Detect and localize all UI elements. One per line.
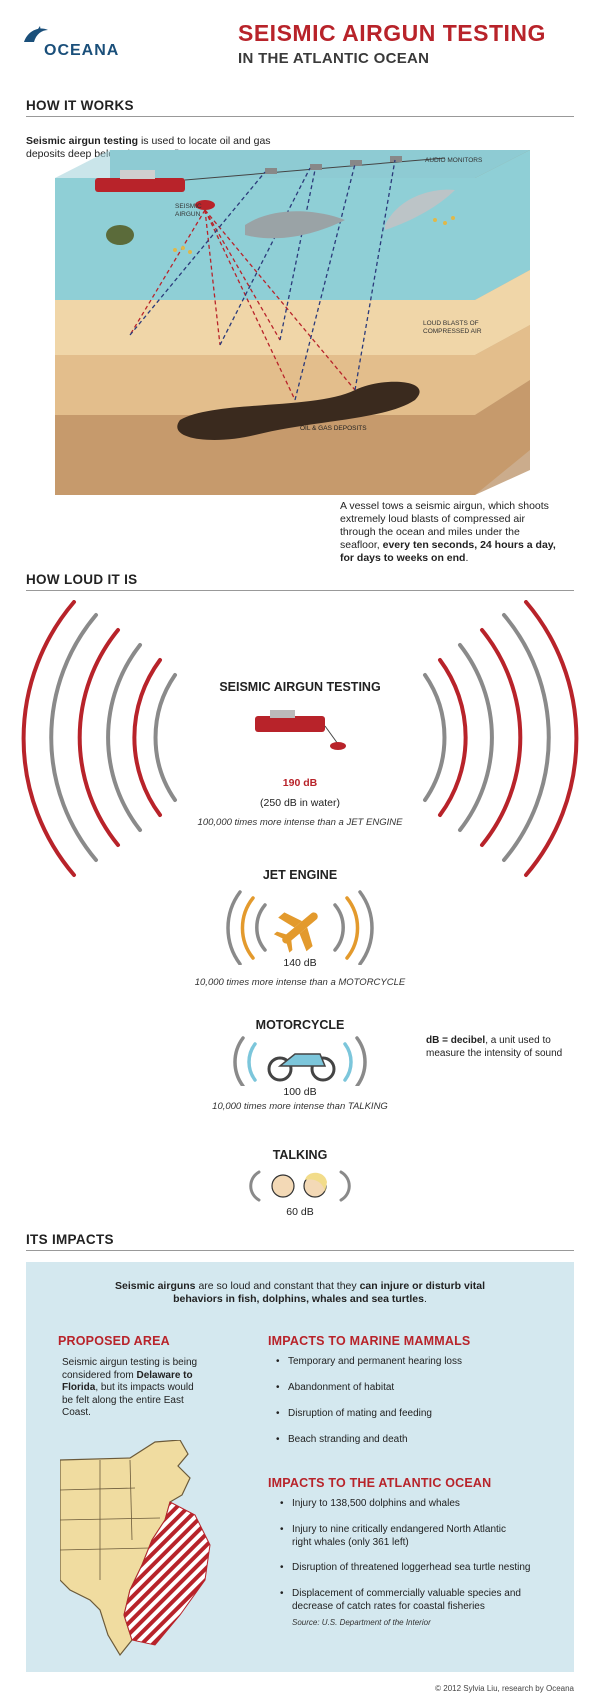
label-airgun: AIRGUN xyxy=(175,211,201,218)
label-deposits: OIL & GAS DEPOSITS xyxy=(300,425,367,432)
level-title-airgun: SEISMIC AIRGUN TESTING xyxy=(219,680,381,694)
db-value-motorcycle: 100 dB xyxy=(283,1086,317,1098)
list-item: Temporary and permanent hearing loss xyxy=(276,1356,568,1369)
note-motorcycle: 10,000 times more intense than TALKING xyxy=(212,1101,388,1112)
list-item: Injury to nine critically endangered Nor… xyxy=(280,1524,522,1549)
proposed-text-1: Seismic airgun testing is being consider… xyxy=(62,1357,198,1381)
section-divider xyxy=(26,590,574,591)
list-item: Abandonment of habitat xyxy=(276,1382,568,1395)
desc-bold: every ten seconds, 24 hours a day, for d… xyxy=(340,539,556,564)
proposed-area-text: Seismic airgun testing is being consider… xyxy=(62,1357,202,1420)
label-loud-blasts-1: LOUD BLASTS OF xyxy=(423,320,479,327)
intro-bold: Seismic airgun testing xyxy=(26,135,139,147)
lead-end: . xyxy=(423,1293,427,1305)
sound-waves-left-icon xyxy=(21,600,579,877)
oceana-logo: OCEANA xyxy=(22,22,142,62)
db-value-airgun: 190 dB xyxy=(282,777,318,789)
jet-engine-icon xyxy=(226,890,374,965)
label-audio-monitors: AUDIO MONITORS xyxy=(425,157,483,164)
list-item: Disruption of mating and feeding xyxy=(276,1408,568,1421)
atlantic-list: Injury to 138,500 dolphins and whales In… xyxy=(280,1498,562,1638)
label-seismic: SEISMIC xyxy=(175,203,202,210)
note-jet: 10,000 times more intense than a MOTORCY… xyxy=(194,977,406,988)
dolphin-icon xyxy=(24,26,48,42)
db-value-talking: 60 dB xyxy=(286,1206,314,1218)
talking-faces-icon xyxy=(249,1170,351,1202)
decibel-definition: dB = decibel, a unit used to measure the… xyxy=(426,1034,576,1060)
list-item: Injury to 138,500 dolphins and whales xyxy=(280,1498,552,1511)
brand-name: OCEANA xyxy=(44,42,120,59)
proposed-area-heading: PROPOSED AREA xyxy=(58,1334,170,1348)
footer-credit: © 2012 Sylvia Liu, research by Oceana xyxy=(435,1684,574,1693)
level-title-talking: TALKING xyxy=(272,1148,328,1162)
label-loud-blasts-2: COMPRESSED AIR xyxy=(423,328,482,335)
east-coast-map xyxy=(60,1440,211,1657)
how-it-works-description: A vessel tows a seismic airgun, which sh… xyxy=(340,500,560,565)
lead-mid: are so loud and constant that they xyxy=(195,1280,360,1292)
section-divider xyxy=(26,116,574,117)
impacts-lead: Seismic airguns are so loud and constant… xyxy=(110,1280,490,1306)
mammals-heading: IMPACTS TO MARINE MAMMALS xyxy=(268,1334,471,1348)
level-title-jet: JET ENGINE xyxy=(262,868,338,882)
section-heading-how-it-works: HOW IT WORKS xyxy=(26,98,134,113)
section-divider xyxy=(26,1250,574,1251)
list-item: Beach stranding and death xyxy=(276,1434,568,1447)
page-subtitle: IN THE ATLANTIC OCEAN xyxy=(238,50,430,67)
section-heading-how-loud: HOW LOUD IT IS xyxy=(26,572,138,587)
page-title: SEISMIC AIRGUN TESTING xyxy=(238,20,546,46)
section-heading-impacts: ITS IMPACTS xyxy=(26,1232,114,1247)
list-item: Displacement of commercially valuable sp… xyxy=(280,1588,552,1613)
proposed-bold: Delaware to Florida xyxy=(62,1369,193,1394)
atlantic-heading: IMPACTS TO THE ATLANTIC OCEAN xyxy=(268,1476,492,1490)
level-title-motorcycle: MOTORCYCLE xyxy=(255,1018,345,1032)
ship-airgun-icon xyxy=(255,710,346,750)
note-airgun: 100,000 times more intense than a JET EN… xyxy=(197,817,403,828)
desc-end: . xyxy=(465,552,469,564)
source-note: Source: U.S. Department of the Interior xyxy=(292,1618,431,1627)
list-item: Disruption of threatened loggerhead sea … xyxy=(280,1562,552,1575)
airgun-cross-section-illustration: AUDIO MONITORS SEISMIC AIRGUN LOUD BLAST… xyxy=(55,150,530,495)
decibel-bold: dB = decibel xyxy=(426,1035,486,1046)
mammals-list: Temporary and permanent hearing loss Aba… xyxy=(276,1356,568,1456)
lead-bold-2: can injure or disturb vital behaviors in… xyxy=(173,1280,486,1305)
proposed-text-2: , but its impacts would be felt along th… xyxy=(62,1382,194,1418)
motorcycle-icon xyxy=(233,1036,367,1086)
lead-bold-1: Seismic airguns xyxy=(114,1280,196,1292)
decibel-rest: , a unit used to measure the intensity o… xyxy=(426,1035,563,1059)
db-value-jet: 140 dB xyxy=(283,957,317,969)
desc-plain: A vessel tows a seismic airgun, which sh… xyxy=(340,500,549,551)
db-sub-airgun: (250 dB in water) xyxy=(260,797,340,809)
